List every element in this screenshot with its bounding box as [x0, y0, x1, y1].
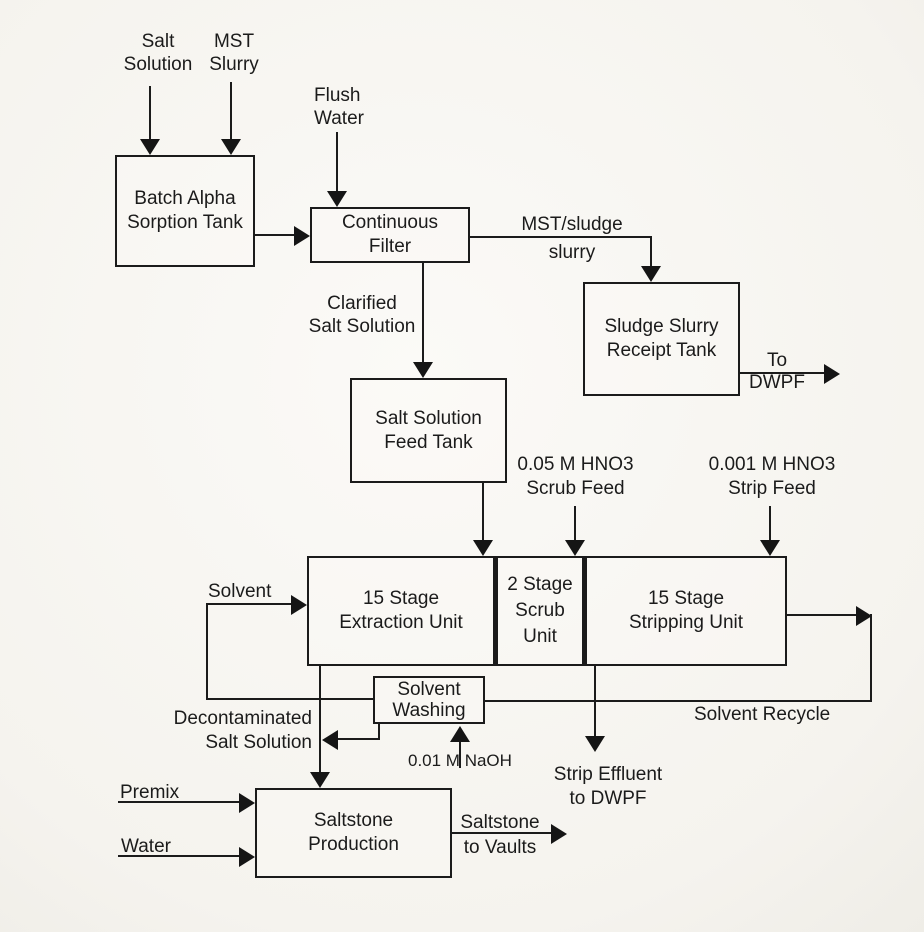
salt-solution-line: [149, 86, 151, 141]
solvent-arrowhead: [291, 595, 307, 615]
strip-effluent-line: [594, 666, 596, 736]
mst-slurry-line: [230, 82, 232, 141]
solvent-recycle-line-horizontal: [485, 700, 872, 702]
water-label: Water: [121, 836, 171, 857]
extraction-unit-box: 15 Stage Extraction Unit: [307, 556, 495, 666]
flush-water-label: Flush Water: [314, 85, 364, 129]
stripping-unit-box: 15 Stage Stripping Unit: [585, 556, 787, 666]
strip-effluent-arrowhead: [585, 736, 605, 752]
strip-effluent-label: Strip Effluent to DWPF: [553, 764, 663, 809]
saltstone-production-box: Saltstone Production: [255, 788, 452, 878]
feed-to-extraction-line: [482, 483, 484, 542]
scrub-feed-label: 0.05 M HNO3 Scrub Feed: [517, 454, 634, 499]
saltstone-to-vaults-label: Saltstone to Vaults: [460, 812, 540, 858]
strip-feed-arrowhead: [760, 540, 780, 556]
solvent-label: Solvent: [208, 581, 272, 602]
strip-feed-label: 0.001 M HNO3 Strip Feed: [708, 454, 836, 499]
sludge-slurry-receipt-tank-box: Sludge Slurry Receipt Tank: [583, 282, 740, 396]
batch-to-filter-line: [255, 234, 296, 236]
scrub-feed-line: [574, 506, 576, 542]
mst-sludge-line-horizontal: [470, 236, 652, 238]
solvent-recycle-line-vertical: [870, 614, 872, 702]
mst-sludge-slurry-label: MST/sludge slurry: [521, 214, 623, 263]
continuous-filter-box: Continuous Filter: [310, 207, 470, 263]
salt-solution-label: Salt Solution: [123, 31, 193, 75]
solvent-line-vertical: [206, 603, 208, 700]
premix-line: [118, 801, 241, 803]
water-line: [118, 855, 241, 857]
solvent-line-horizontal: [207, 603, 293, 605]
mst-slurry-arrowhead: [221, 139, 241, 155]
premix-label: Premix: [120, 782, 180, 803]
mst-slurry-label: MST Slurry: [209, 31, 259, 75]
to-dwpf-arrowhead: [824, 364, 840, 384]
water-arrowhead: [239, 847, 255, 867]
premix-arrowhead: [239, 793, 255, 813]
scrub-feed-arrowhead: [565, 540, 585, 556]
strip-out-line: [787, 614, 856, 616]
wash-drain-arrowhead: [322, 730, 338, 750]
solvent-washing-box: Solvent Washing: [373, 676, 485, 724]
saltstone-out-line: [452, 832, 553, 834]
scrub-unit-box: 2 Stage Scrub Unit: [495, 556, 585, 666]
mst-sludge-arrowhead: [641, 266, 661, 282]
wash-drain-line-horizontal: [336, 738, 380, 740]
wash-drain-line-vertical: [378, 724, 380, 740]
naoh-line: [459, 740, 461, 768]
decontaminated-arrowhead: [310, 772, 330, 788]
clarified-salt-solution-label: Clarified Salt Solution: [308, 293, 416, 337]
to-dwpf-label: To DWPF: [749, 350, 805, 393]
strip-feed-line: [769, 506, 771, 542]
flush-water-line: [336, 132, 338, 193]
clarified-line: [422, 263, 424, 364]
solvent-recycle-label: Solvent Recycle: [694, 704, 831, 725]
to-dwpf-line: [740, 372, 824, 374]
decontaminated-line: [319, 666, 321, 772]
naoh-arrowhead: [450, 726, 470, 742]
salt-solution-arrowhead: [140, 139, 160, 155]
naoh-label: 0.01 M NaOH: [408, 751, 512, 770]
washed-solvent-line: [206, 698, 373, 700]
clarified-arrowhead: [413, 362, 433, 378]
batch-alpha-sorption-tank-box: Batch Alpha Sorption Tank: [115, 155, 255, 267]
flush-water-arrowhead: [327, 191, 347, 207]
salt-solution-feed-tank-box: Salt Solution Feed Tank: [350, 378, 507, 483]
saltstone-out-arrowhead: [551, 824, 567, 844]
mst-sludge-line-vertical: [650, 236, 652, 268]
batch-to-filter-arrowhead: [294, 226, 310, 246]
decontaminated-salt-solution-label: Decontaminated Salt Solution: [173, 708, 312, 753]
solvent-recycle-arrowhead: [856, 606, 872, 626]
feed-to-extraction-arrowhead: [473, 540, 493, 556]
